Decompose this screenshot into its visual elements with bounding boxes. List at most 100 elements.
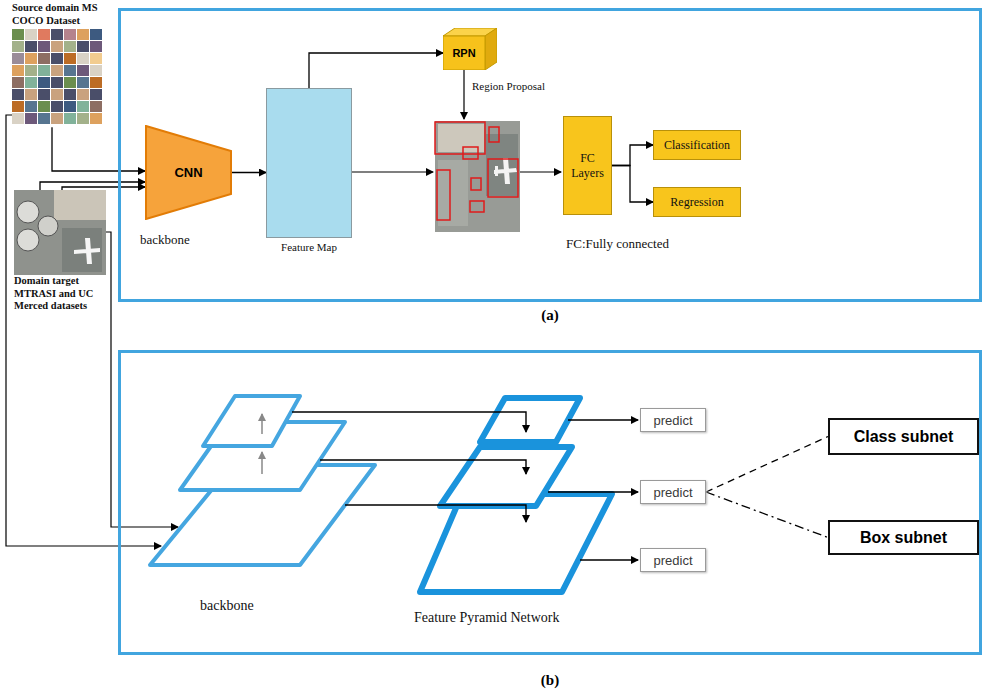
predict-box: predict [640, 480, 706, 504]
thumbnail [12, 113, 24, 124]
predict-box: predict [640, 408, 706, 432]
thumbnail [38, 89, 50, 100]
dashed-connector [706, 492, 828, 538]
thumbnail [12, 77, 24, 88]
thumbnail [51, 65, 63, 76]
lateral-arrow [320, 460, 526, 474]
proposal-box [471, 178, 481, 190]
thumbnail [77, 89, 89, 100]
thumbnail [12, 101, 24, 112]
thumbnail [25, 65, 37, 76]
cnn-backbone: CNN [145, 125, 232, 220]
panel-caption: (a) [61, 307, 985, 324]
lateral-arrow [345, 505, 526, 522]
proposal-box [488, 159, 518, 197]
thumbnail [38, 113, 50, 124]
airplane [494, 158, 517, 184]
thumbnail [12, 41, 24, 52]
aerial-roof [438, 124, 484, 152]
box-label: Regression [670, 195, 723, 209]
dashed-connector [706, 437, 828, 493]
thumbnail [90, 65, 102, 76]
thumbnail [25, 29, 37, 40]
connector [612, 166, 653, 203]
box-label: predict [653, 413, 692, 428]
fpn-level [480, 398, 580, 442]
thumbnail [51, 41, 63, 52]
thumbnail [90, 77, 102, 88]
box-label: predict [653, 553, 692, 568]
airplane [74, 238, 100, 264]
predict-arrow [568, 419, 638, 420]
process-box: Regression [653, 187, 741, 217]
dataset-image: Source domain MS COCO Dataset [12, 2, 106, 127]
block-label: CNN [145, 125, 232, 220]
thumbnail [77, 113, 89, 124]
box-label: predict [653, 485, 692, 500]
thumbnail [64, 89, 76, 100]
flow-arrow [520, 171, 561, 172]
thumbnail [77, 29, 89, 40]
thumbnail [25, 113, 37, 124]
thumbnail [25, 41, 37, 52]
thumbnail [38, 41, 50, 52]
thumbnail [12, 65, 24, 76]
upsample-arrow [261, 414, 263, 434]
connector [62, 187, 145, 190]
block-label: RPN [443, 36, 485, 70]
aerial-image [435, 121, 520, 232]
lateral-arrow [292, 412, 526, 432]
tank [38, 216, 58, 236]
thumbnail [38, 53, 50, 64]
block-caption: Feature Map [227, 241, 391, 253]
box-label: Box subnet [860, 529, 947, 547]
dataset-title: Source domain MS COCO Dataset [12, 2, 106, 27]
box-label: Class subnet [854, 428, 954, 446]
thumbnail [64, 101, 76, 112]
input-wire [106, 232, 178, 527]
thumbnail [51, 29, 63, 40]
rpn-block: RPN [443, 28, 497, 70]
text-label: Feature Pyramid Network [414, 610, 559, 626]
thumbnail [77, 41, 89, 52]
aerial-roof [54, 190, 106, 220]
input-wire [6, 115, 161, 546]
box-label: FC Layers [564, 151, 611, 180]
thumbnail [90, 101, 102, 112]
connector [52, 127, 145, 171]
thumbnail [51, 89, 63, 100]
connector [309, 53, 443, 88]
thumbnail [90, 89, 102, 100]
thumbnail [51, 113, 63, 124]
aerial-image [14, 190, 106, 275]
thumbnail [25, 89, 37, 100]
text-label: FC:Fully connected [566, 236, 669, 252]
thumbnail [64, 29, 76, 40]
text-label: backbone [140, 232, 190, 248]
box-side [485, 28, 497, 70]
thumbnail [25, 53, 37, 64]
connector [232, 172, 266, 173]
thumbnail [90, 113, 102, 124]
thumbnail [12, 53, 24, 64]
process-box: FC Layers [563, 116, 612, 215]
connector [612, 145, 653, 166]
backbone-level [203, 396, 300, 446]
flow-arrow [352, 171, 433, 172]
thumbnail [64, 41, 76, 52]
predict-arrow [548, 491, 638, 492]
dataset-image: Domain target MTRASI and UC Merced datas… [14, 190, 106, 313]
box-front [443, 36, 485, 70]
thumbnail [77, 53, 89, 64]
thumbnail [77, 101, 89, 112]
trapezoid-outline [146, 126, 231, 219]
connector [40, 182, 145, 190]
flow-arrow [463, 70, 464, 119]
thumbnail [51, 53, 63, 64]
thumbnail [77, 65, 89, 76]
feature-map: Feature Map [266, 88, 352, 238]
proposal-box [437, 170, 450, 220]
process-box: Classification [653, 130, 741, 160]
